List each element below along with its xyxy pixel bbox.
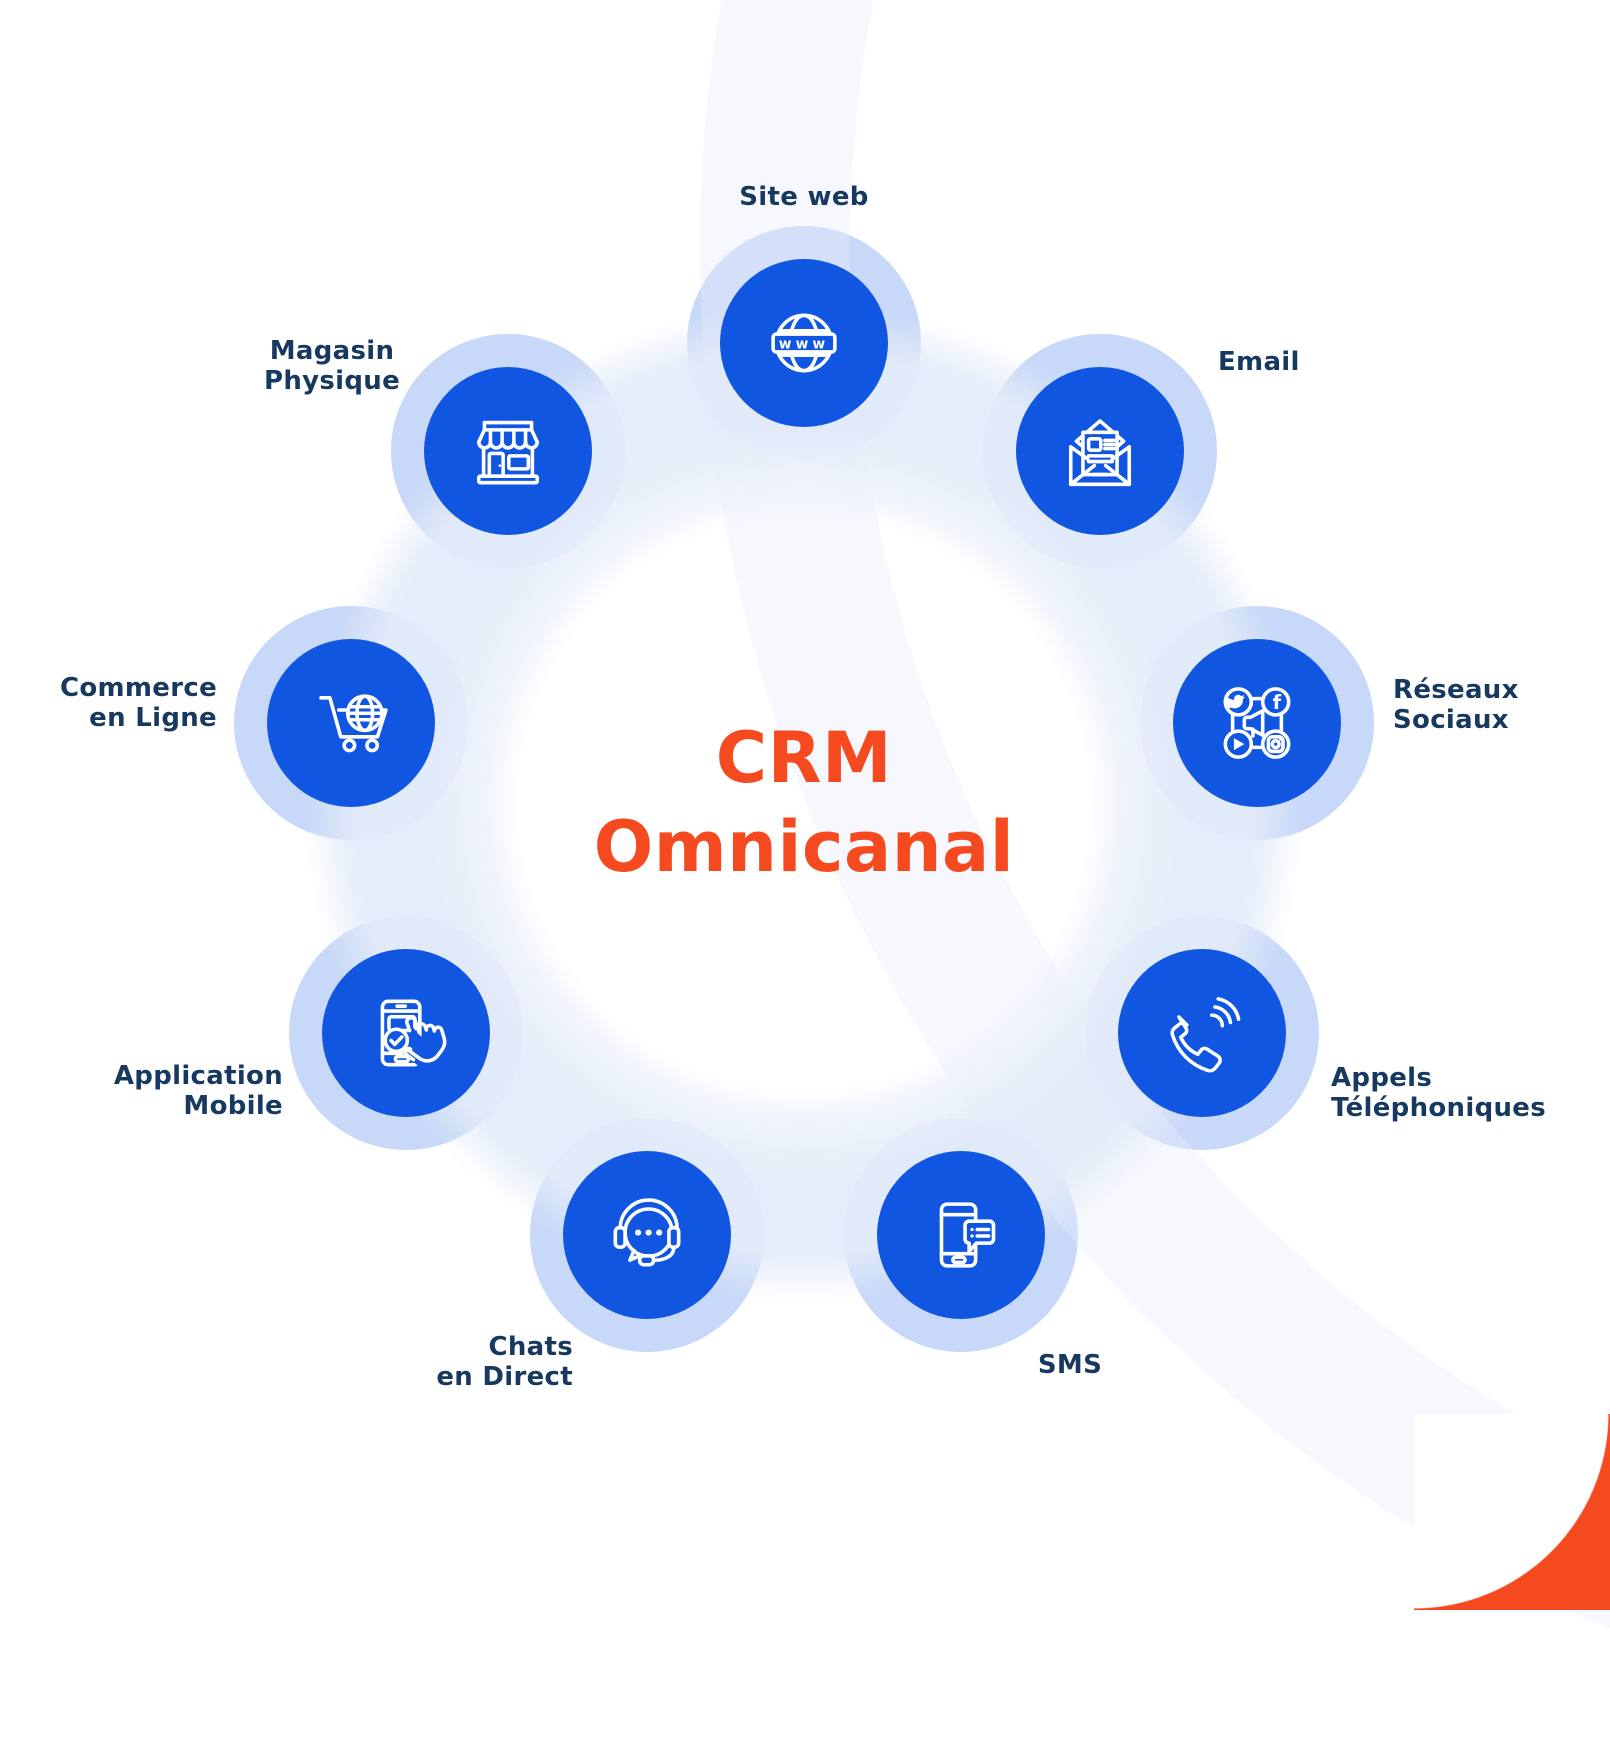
channel-label: Réseaux Sociaux [1393,675,1519,735]
sms-bubble-icon [939,1202,996,1268]
channel-disc: f [1173,639,1341,807]
phone-call-icon [1170,997,1241,1073]
storefront-icon [476,420,540,485]
channel-label: Commerce en Ligne [59,673,217,733]
channel-disc [322,949,490,1117]
phone-tap-icon [380,999,447,1067]
cart-globe-icon [319,694,388,753]
channel-disc [877,1151,1045,1319]
channel-disc [267,639,435,807]
headset-chat-icon [613,1198,681,1267]
facebook-f-glyph: f [1273,691,1282,714]
channel-label: Magasin Physique [263,336,401,396]
channel-disc [1118,949,1286,1117]
globe-www-icon: www [771,313,837,373]
channel-disc: www [720,259,888,427]
channel-label: Application Mobile [113,1061,283,1121]
corner-accent-shape [1414,1414,1610,1610]
www-banner-text: www [779,337,829,353]
channel-label: Appels Téléphoniques [1331,1063,1546,1123]
channel-label: SMS [1037,1350,1103,1380]
open-email-icon [1068,419,1132,487]
social-network-icon: f [1223,687,1291,759]
channel-label: Chats en Direct [436,1332,573,1392]
omnichannel-diagram: CRM Omnicanal www Site web [59,0,1610,1750]
channel-label: Site web [739,182,869,212]
channel-disc [563,1151,731,1319]
page-title: CRM Omnicanal [593,717,1015,888]
channel-disc [1016,367,1184,535]
channel-label: Email [1218,347,1300,377]
